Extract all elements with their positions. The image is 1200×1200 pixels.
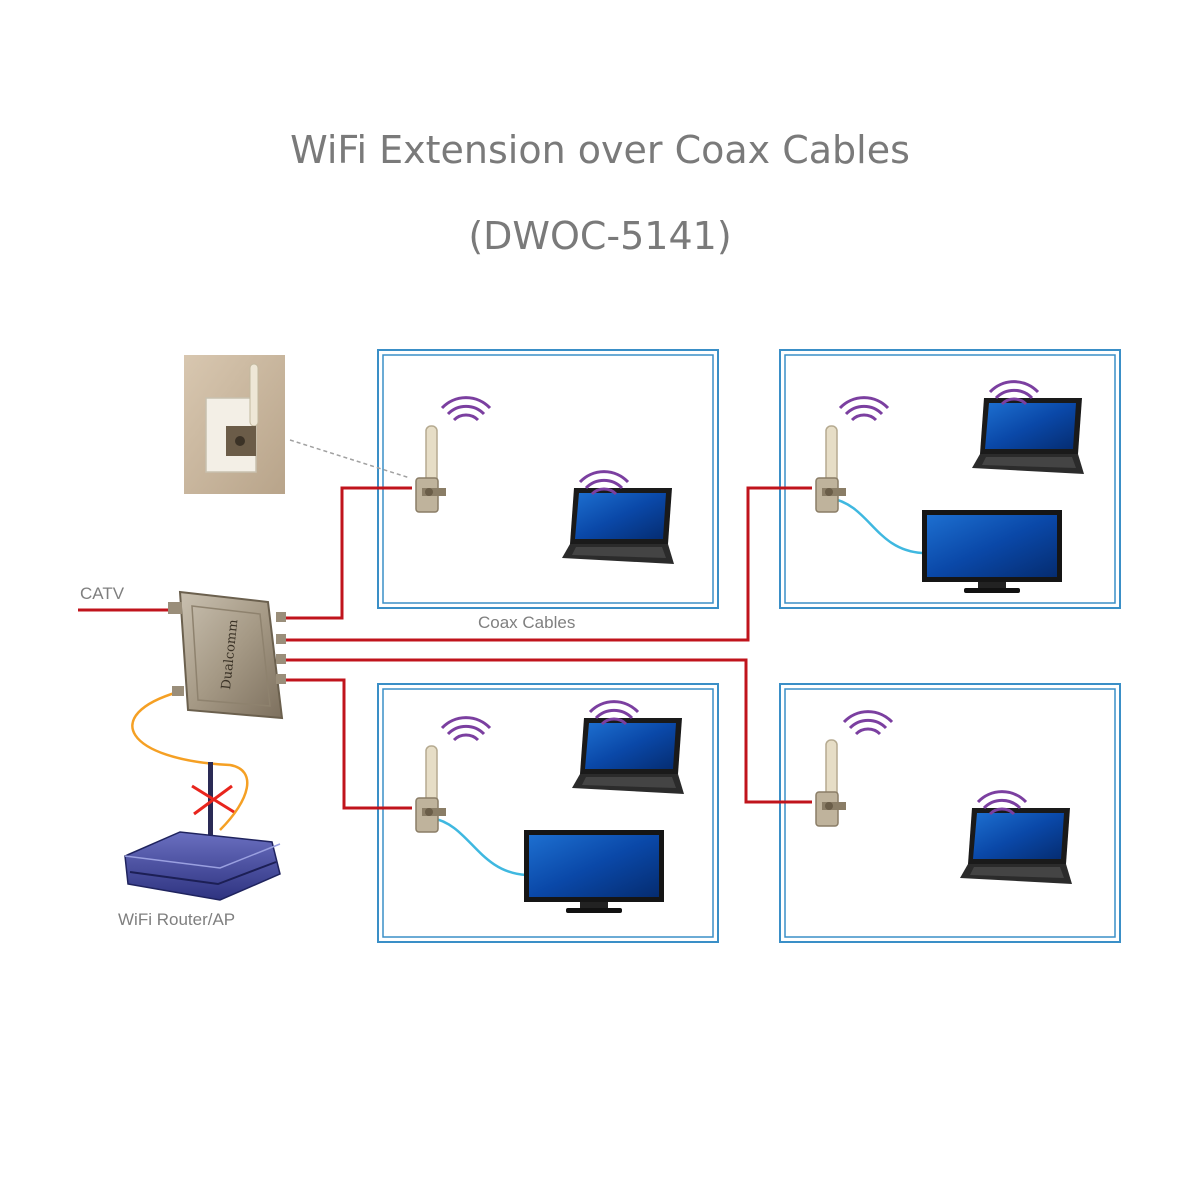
wifi-waves-icon xyxy=(842,710,894,736)
wifi-waves-icon xyxy=(440,396,492,422)
wifi-waves-icon xyxy=(838,396,890,422)
wifi-router xyxy=(124,762,281,901)
wall-antenna-adapter xyxy=(415,425,447,513)
wall-outlet-photo xyxy=(184,355,285,494)
catv-label: CATV xyxy=(80,584,125,603)
photo-pointer-line xyxy=(289,439,411,479)
room-top-right xyxy=(779,349,1121,609)
room-bottom-right xyxy=(779,683,1121,943)
diagram-subtitle: (DWOC-5141) xyxy=(468,214,732,258)
room-top-left xyxy=(377,349,719,609)
room-bottom-left xyxy=(377,683,719,943)
wall-antenna-adapter xyxy=(815,739,847,827)
laptop-icon xyxy=(562,488,674,564)
router-label: WiFi Router/AP xyxy=(118,910,236,929)
coax-cable-room-3 xyxy=(282,678,412,810)
coax-cable-room-4 xyxy=(282,658,812,804)
laptop-icon xyxy=(960,808,1072,884)
wifi-waves-icon xyxy=(440,716,492,742)
laptop-icon xyxy=(972,398,1084,474)
coax-cables xyxy=(78,486,812,810)
laptop-icon xyxy=(572,718,684,794)
wall-antenna-adapter xyxy=(415,745,447,833)
diagram-title: WiFi Extension over Coax Cables xyxy=(290,128,910,172)
tv-icon xyxy=(922,510,1062,593)
tv-icon xyxy=(524,830,664,913)
splitter-brand-text: Dualcomm xyxy=(219,619,241,691)
orange-cable xyxy=(131,690,249,831)
blue-cable-tv-top xyxy=(829,496,923,555)
coax-cable-room-1 xyxy=(282,486,412,620)
coax-cable-room-2 xyxy=(282,486,812,642)
wall-antenna-adapter xyxy=(815,425,847,513)
blue-cable-tv-bottom xyxy=(431,816,527,877)
coax-cables-label: Coax Cables xyxy=(478,613,576,632)
coax-splitter: Dualcomm xyxy=(168,590,286,720)
cross-mark-icon xyxy=(191,784,235,816)
